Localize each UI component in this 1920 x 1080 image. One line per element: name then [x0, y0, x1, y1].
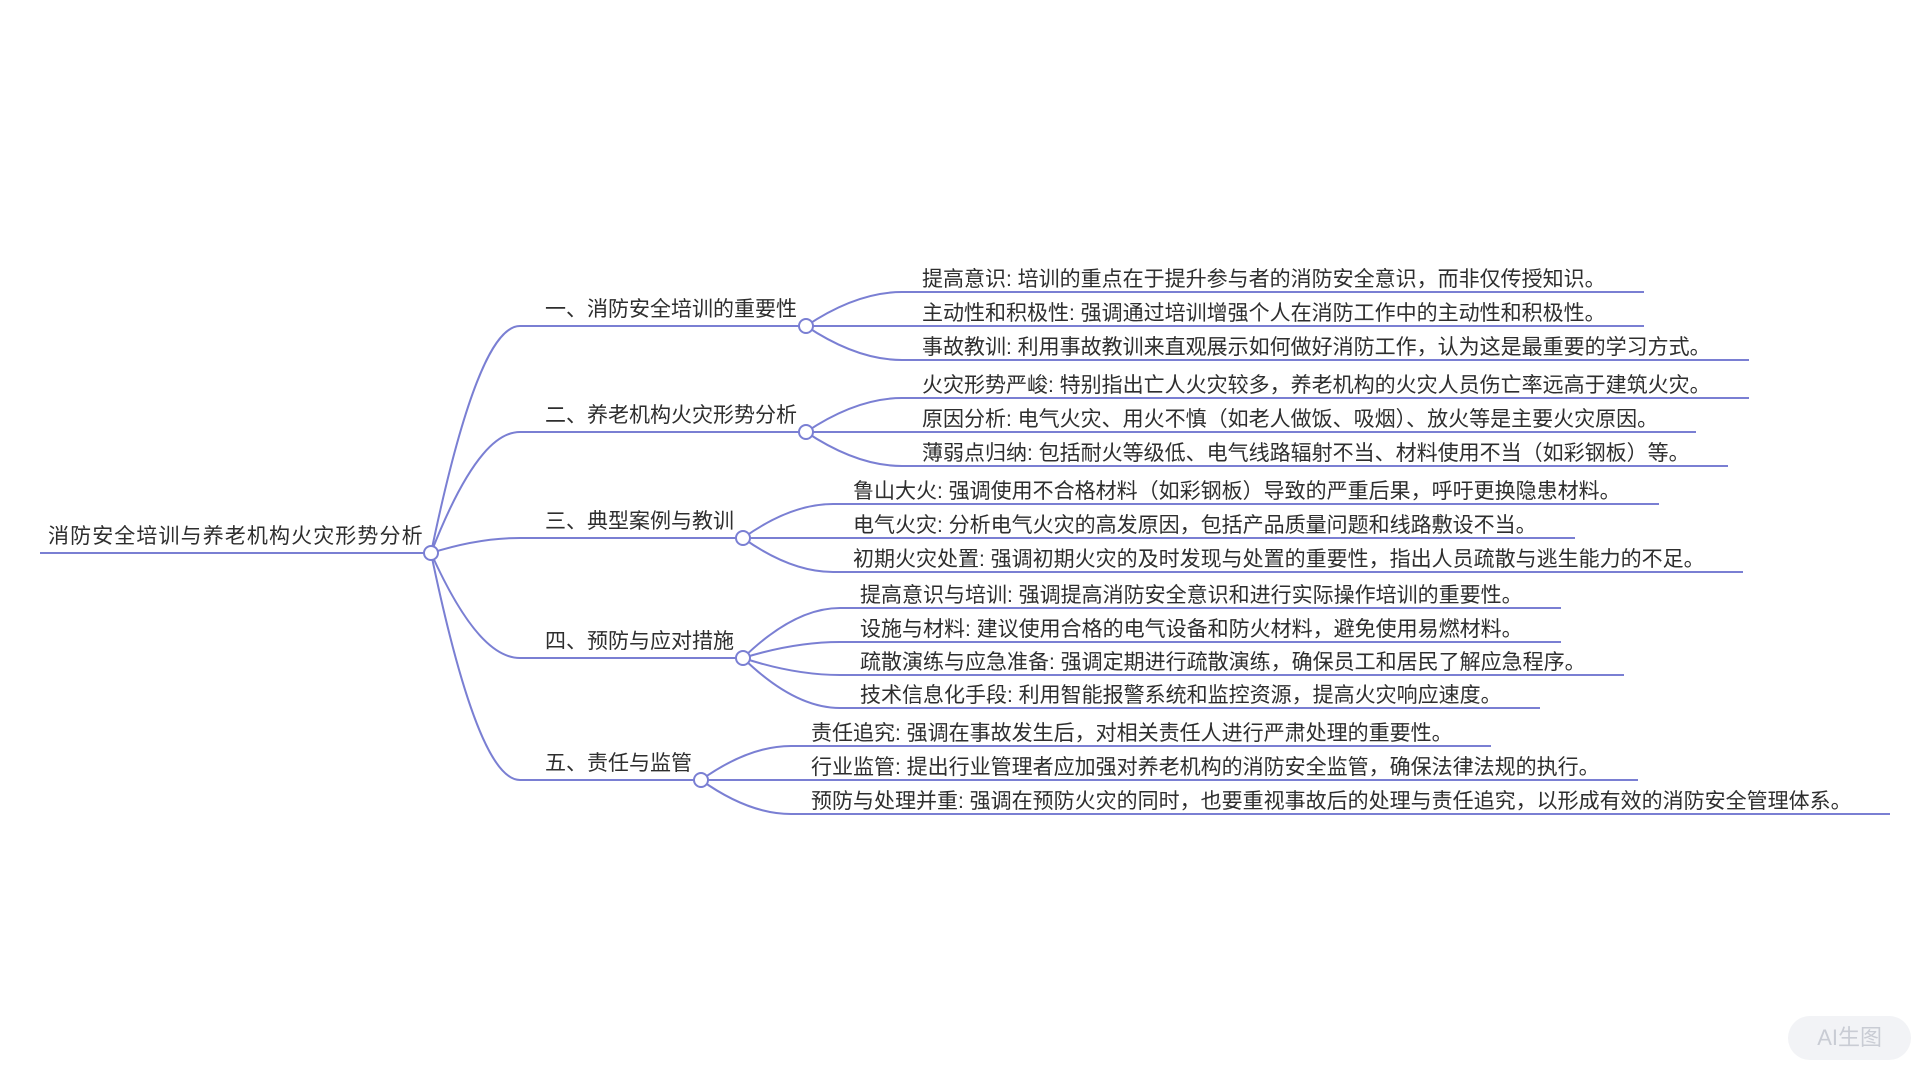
branch-node-1[interactable]: 一、消防安全培训的重要性 [545, 298, 797, 321]
branch-connector [805, 397, 903, 433]
leaf-node-3-2[interactable]: 电气火灾: 分析电气火灾的高发原因，包括产品质量问题和线路敷设不当。 [853, 514, 1537, 537]
node-toggle-circle[interactable] [423, 545, 439, 561]
leaf-node-5-2[interactable]: 行业监管: 提出行业管理者应加强对养老机构的消防安全监管，确保法律法规的执行。 [811, 756, 1600, 779]
branch-connector [742, 503, 834, 539]
branch-connector [805, 431, 903, 467]
leaf-node-2-3[interactable]: 薄弱点归纳: 包括耐火等级低、电气线路辐射不当、材料使用不当（如彩钢板）等。 [922, 442, 1690, 465]
leaf-node-4-1[interactable]: 提高意识与培训: 强调提高消防安全意识和进行实际操作培训的重要性。 [860, 584, 1523, 607]
branch-connector [805, 291, 903, 327]
leaf-node-2-1[interactable]: 火灾形势严峻: 特别指出亡人火灾较多，养老机构的火灾人员伤亡率远高于建筑火灾。 [922, 374, 1711, 397]
branch-connector [430, 431, 521, 554]
node-toggle-circle[interactable] [693, 772, 709, 788]
branch-connector [700, 779, 792, 815]
branch-connector [742, 537, 834, 573]
branch-node-3[interactable]: 三、典型案例与教训 [545, 510, 734, 533]
leaf-node-3-1[interactable]: 鲁山大火: 强调使用不合格材料（如彩钢板）导致的严重后果，呼吁更换隐患材料。 [853, 480, 1621, 503]
branch-connector [742, 657, 841, 709]
branch-connector [742, 641, 841, 659]
branch-connector [742, 657, 841, 676]
branch-connector [700, 745, 792, 781]
branch-connector [430, 325, 521, 554]
ai-watermark-label: AI生图 [1817, 1025, 1882, 1050]
branch-connector [430, 552, 521, 781]
leaf-node-5-1[interactable]: 责任追究: 强调在事故发生后，对相关责任人进行严肃处理的重要性。 [811, 722, 1453, 745]
node-toggle-circle[interactable] [798, 318, 814, 334]
leaf-node-2-2[interactable]: 原因分析: 电气火灾、用火不慎（如老人做饭、吸烟）、放火等是主要火灾原因。 [922, 408, 1659, 431]
root-node[interactable]: 消防安全培训与养老机构火灾形势分析 [48, 525, 424, 548]
leaf-node-1-3[interactable]: 事故教训: 利用事故教训来直观展示如何做好消防工作，认为这是最重要的学习方式。 [922, 336, 1711, 359]
branch-node-2[interactable]: 二、养老机构火灾形势分析 [545, 404, 797, 427]
branch-connector [805, 325, 903, 361]
leaf-node-5-3[interactable]: 预防与处理并重: 强调在预防火灾的同时，也要重视事故后的处理与责任追究，以形成有… [811, 790, 1852, 813]
leaf-node-1-2[interactable]: 主动性和积极性: 强调通过培训增强个人在消防工作中的主动性和积极性。 [922, 302, 1606, 325]
leaf-node-1-1[interactable]: 提高意识: 培训的重点在于提升参与者的消防安全意识，而非仅传授知识。 [922, 268, 1606, 291]
node-toggle-circle[interactable] [735, 650, 751, 666]
branch-node-4[interactable]: 四、预防与应对措施 [545, 630, 734, 653]
branch-connector [742, 607, 841, 659]
ai-watermark-badge: AI生图 [1788, 1016, 1911, 1060]
branch-node-5[interactable]: 五、责任与监管 [545, 752, 692, 775]
leaf-node-4-3[interactable]: 疏散演练与应急准备: 强调定期进行疏散演练，确保员工和居民了解应急程序。 [860, 651, 1586, 674]
leaf-node-4-4[interactable]: 技术信息化手段: 利用智能报警系统和监控资源，提高火灾响应速度。 [860, 684, 1502, 707]
node-toggle-circle[interactable] [735, 530, 751, 546]
leaf-node-3-3[interactable]: 初期火灾处置: 强调初期火灾的及时发现与处置的重要性，指出人员疏散与逃生能力的不… [853, 548, 1705, 571]
branch-connector [430, 552, 521, 659]
node-toggle-circle[interactable] [798, 424, 814, 440]
branch-connector [430, 537, 521, 554]
leaf-node-4-2[interactable]: 设施与材料: 建议使用合格的电气设备和防火材料，避免使用易燃材料。 [860, 618, 1523, 641]
